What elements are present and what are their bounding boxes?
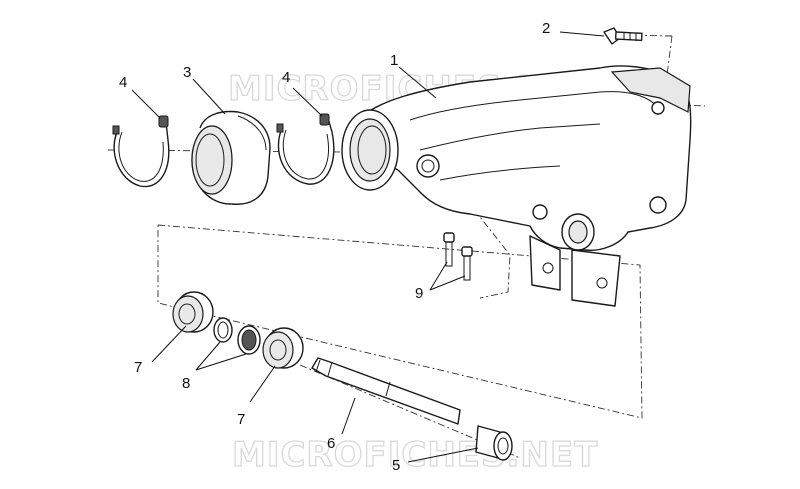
bearing-right xyxy=(262,327,304,369)
callout-7-right: 7 xyxy=(237,411,245,428)
clamp-ring-left xyxy=(112,115,170,188)
threaded-sleeve xyxy=(475,425,513,461)
spacer-rings xyxy=(213,317,261,355)
callout-4-left: 4 xyxy=(119,74,127,91)
bearing-left xyxy=(172,291,214,333)
callout-9: 9 xyxy=(415,285,423,302)
flange-bolt xyxy=(603,27,643,45)
leader-lines xyxy=(131,31,605,463)
swing-arm-housing xyxy=(341,65,692,307)
callout-3: 3 xyxy=(183,64,191,81)
callout-4-right: 4 xyxy=(282,69,290,86)
rubber-boot xyxy=(191,110,271,205)
callout-8: 8 xyxy=(182,375,190,392)
watermark-bottom: MICROFICHES.NET xyxy=(232,435,598,475)
axle-shaft xyxy=(311,357,461,425)
callout-labels: 1 2 3 4 4 5 6 7 7 8 9 xyxy=(119,20,550,474)
screws xyxy=(443,232,473,281)
callout-1: 1 xyxy=(390,52,398,69)
clamp-ring-right xyxy=(276,113,335,185)
callout-6: 6 xyxy=(327,435,335,452)
callout-7-left: 7 xyxy=(134,359,142,376)
callout-5: 5 xyxy=(392,457,400,474)
callout-2: 2 xyxy=(542,20,550,37)
